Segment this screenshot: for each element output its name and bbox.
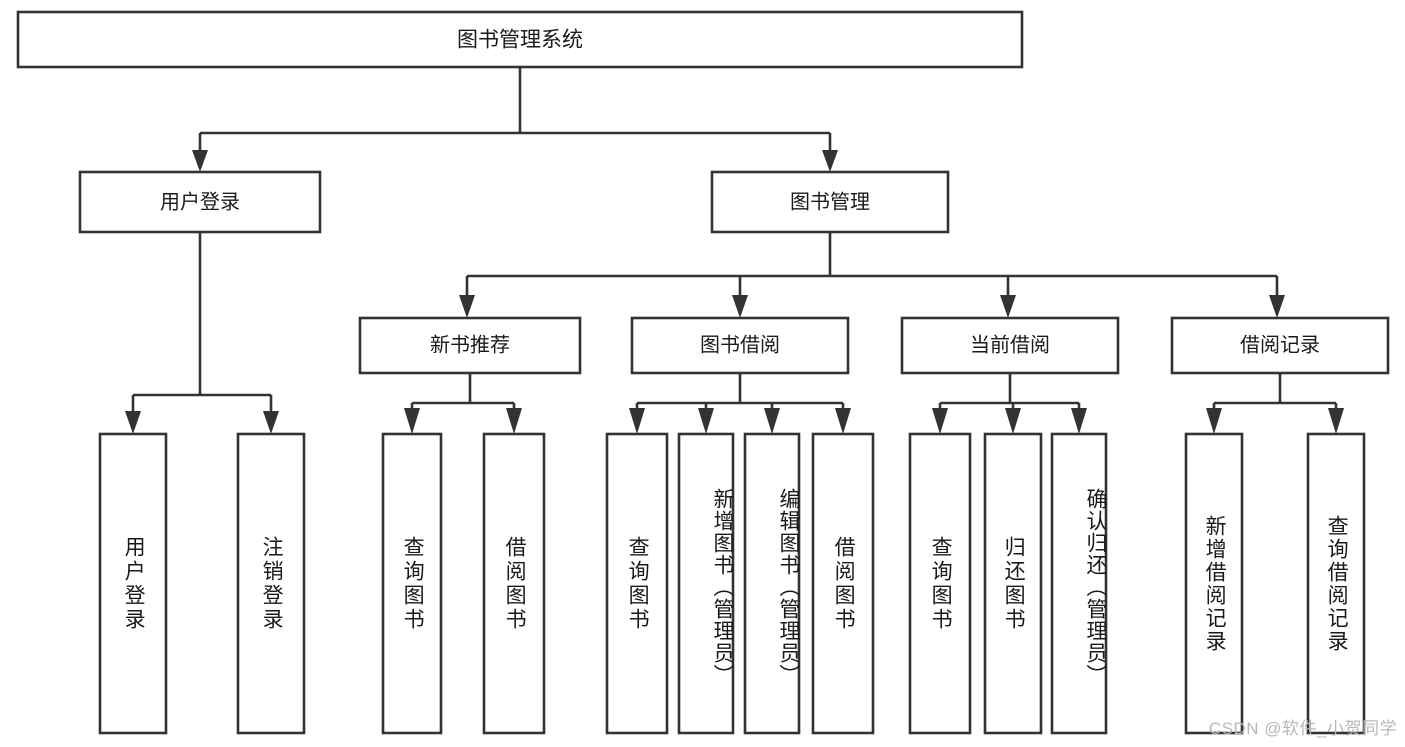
node-current-borrow-box[interactable]: [900, 316, 1120, 375]
arrow-head-user-login: [192, 150, 208, 172]
leaf-box-query-book-current[interactable]: [908, 432, 972, 735]
leaf-box-query-borrow-record[interactable]: [1306, 432, 1366, 735]
leaf-box-user-login[interactable]: [98, 432, 168, 735]
arrow-head-newbook-query: [404, 408, 420, 434]
leaf-box-borrow-book[interactable]: [811, 432, 875, 735]
arrow-head-cb-query: [932, 408, 948, 434]
node-borrow-record-label: 借阅记录: [1240, 333, 1320, 356]
node-new-book-recommend-label: 新书推荐: [430, 333, 510, 356]
leaf-box-edit-book-admin[interactable]: [743, 432, 801, 735]
node-book-borrow-label: 图书借阅: [700, 333, 780, 356]
leaf-box-return-book[interactable]: [983, 432, 1043, 735]
arrow-head-cb-return: [1005, 408, 1021, 434]
node-borrow-record-box[interactable]: [1170, 316, 1390, 375]
node-user-login-box[interactable]: [78, 170, 322, 234]
leaf-box-query-book-newrec[interactable]: [381, 432, 443, 735]
leaf-box-confirm-return-admin[interactable]: [1050, 432, 1108, 735]
node-layer: 图书管理系统 用户登录 图书管理 新书推荐 图书借阅 当前借阅 借阅记录: [16, 10, 1390, 735]
arrow-head-bb-edit: [764, 408, 780, 434]
arrow-head-book-mgmt: [822, 150, 838, 172]
node-current-borrow-label: 当前借阅: [970, 333, 1050, 356]
arrow-head-cb-confirm: [1071, 408, 1087, 434]
node-root-box[interactable]: [16, 10, 1024, 69]
node-book-management-label: 图书管理: [790, 190, 870, 213]
leaf-box-add-borrow-record[interactable]: [1184, 432, 1244, 735]
arrow-head-new-book-rec: [459, 295, 475, 318]
arrow-head-br-query: [1328, 408, 1344, 434]
leaf-box-add-book-admin[interactable]: [677, 432, 735, 735]
node-user-login-label: 用户登录: [160, 190, 240, 213]
leaf-box-logout[interactable]: [236, 432, 306, 735]
arrow-head-leaf-logout: [263, 411, 279, 434]
leaf-box-borrow-book-newrec[interactable]: [482, 432, 546, 735]
node-root-label: 图书管理系统: [457, 29, 583, 52]
arrow-head-leaf-user-login: [125, 411, 141, 434]
leaf-box-query-book-borrow[interactable]: [605, 432, 669, 735]
arrow-head-current-borrow: [1000, 295, 1016, 318]
node-new-book-recommend-box[interactable]: [358, 316, 582, 375]
arrow-head-newbook-borrow: [506, 408, 522, 434]
arrow-head-book-borrow: [732, 295, 748, 318]
node-book-management-box[interactable]: [710, 170, 950, 234]
node-book-borrow-box[interactable]: [630, 316, 850, 375]
arrow-head-borrow-record: [1269, 295, 1285, 318]
connector-layer: [125, 67, 1344, 434]
arrow-head-bb-add: [698, 408, 714, 434]
arrow-head-br-add: [1206, 408, 1222, 434]
arrow-head-bb-borrow: [835, 408, 851, 434]
arrow-head-bb-query: [629, 408, 645, 434]
